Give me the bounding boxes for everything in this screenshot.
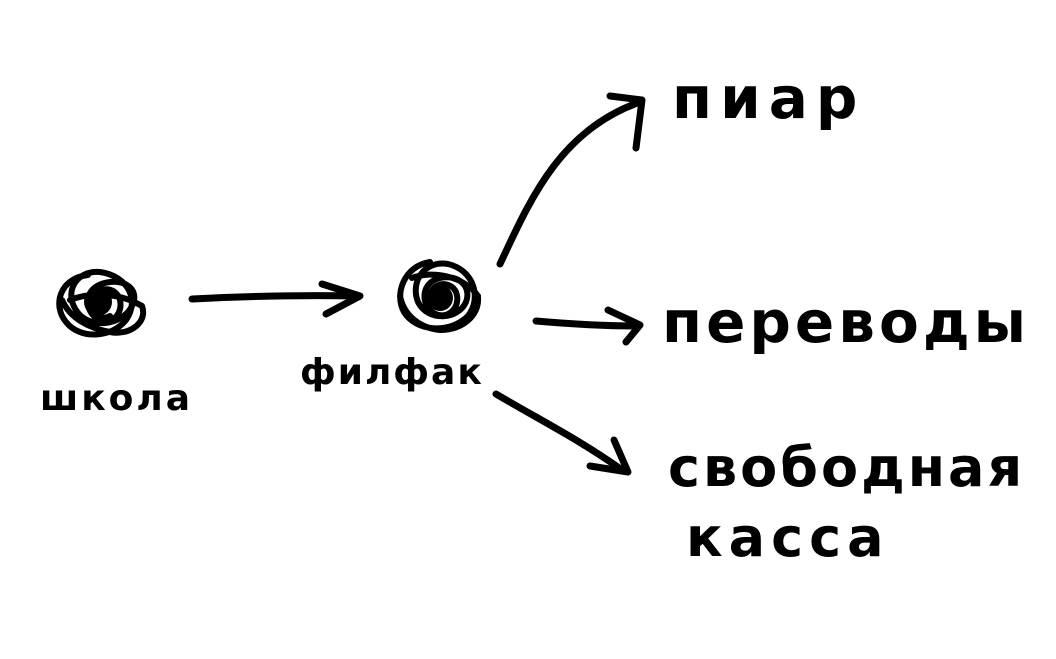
school-label: школа — [40, 378, 193, 419]
translations-label: переводы — [662, 288, 1030, 356]
arrow-filfak-to-free-cash — [492, 390, 632, 476]
free-cash-label-line2: касса — [686, 506, 890, 569]
arrow-school-to-filfak — [188, 280, 364, 318]
arrow-filfak-to-translations — [532, 306, 644, 346]
school-node-scribble — [56, 268, 147, 338]
pr-label: пиар — [672, 64, 865, 132]
filfak-label: филфак — [300, 352, 484, 393]
free-cash-label-line1: свободная — [668, 436, 1025, 499]
arrow-filfak-to-pr — [496, 92, 646, 268]
filfak-node-scribble — [397, 259, 482, 333]
